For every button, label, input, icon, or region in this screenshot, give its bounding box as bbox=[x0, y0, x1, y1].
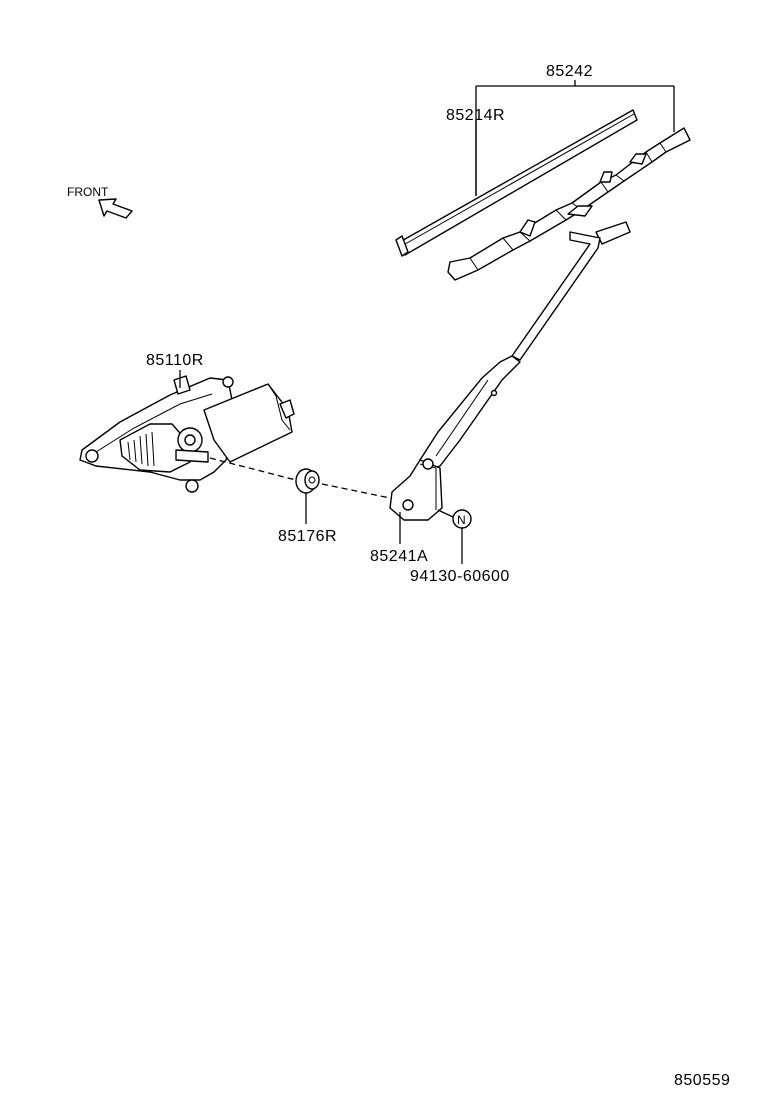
wiper-motor-part bbox=[79, 375, 295, 493]
label-arm: 85241A bbox=[370, 548, 428, 565]
blade-frame-part bbox=[447, 127, 691, 281]
front-indicator: FRONT bbox=[67, 185, 133, 219]
label-blade-assembly: 85242 bbox=[546, 63, 593, 80]
alignment-dashed-line bbox=[209, 457, 391, 499]
label-pivot-cap: 85176R bbox=[278, 528, 337, 545]
wiper-arm-part bbox=[389, 221, 631, 521]
blade-rubber-part bbox=[395, 109, 638, 257]
nut-marker-label: N bbox=[457, 513, 466, 527]
label-blade-rubber: 85214R bbox=[446, 107, 505, 124]
pivot-cap-part bbox=[295, 468, 320, 494]
label-nut: 94130-60600 bbox=[410, 568, 510, 585]
front-label: FRONT bbox=[67, 185, 109, 199]
leader-lines bbox=[179, 80, 675, 564]
diagram-id: 850559 bbox=[674, 1072, 730, 1089]
front-arrow-icon bbox=[98, 198, 133, 219]
label-motor: 85110R bbox=[146, 352, 204, 369]
nut-marker: N bbox=[437, 509, 472, 529]
